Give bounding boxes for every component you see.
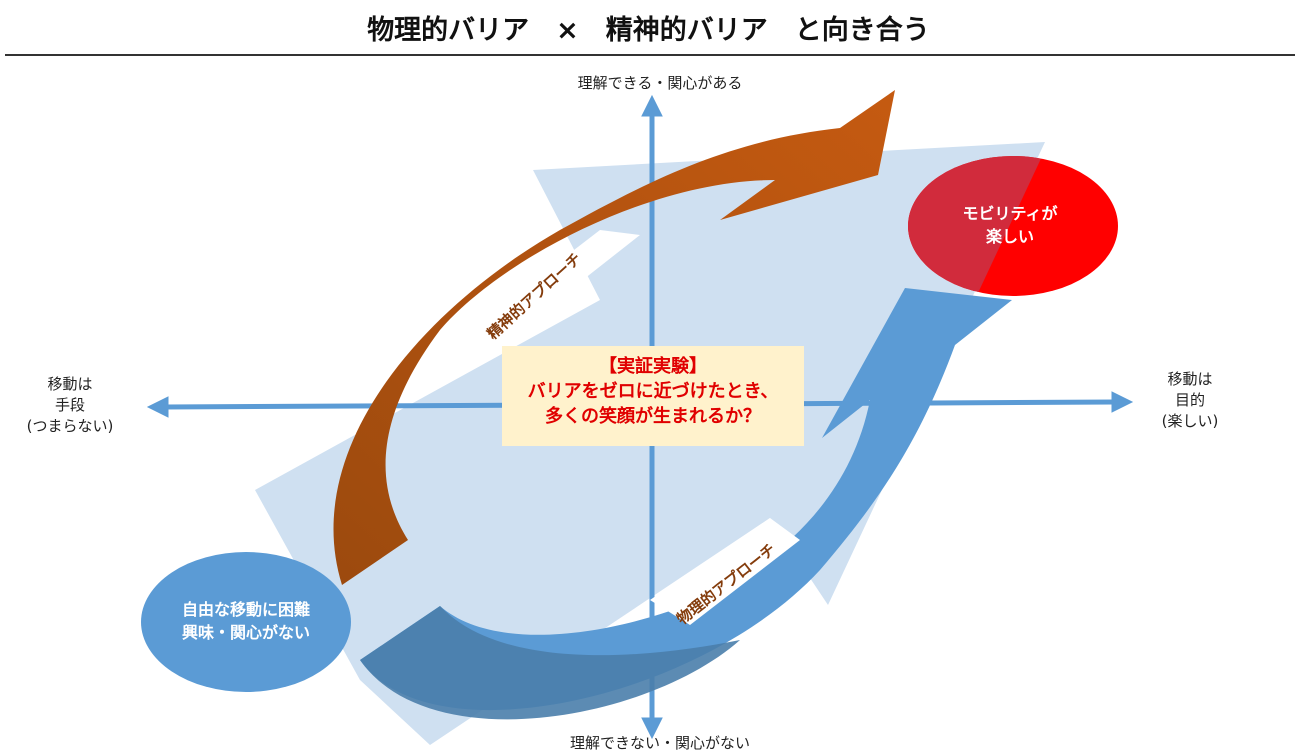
mental-label-strip bbox=[470, 230, 640, 345]
axis-label-bottom: 理解できない・関心がない bbox=[569, 734, 750, 752]
experiment-box: 【実証実験】 バリアをゼロに近づけたとき、 多くの笑顔が生まれるか？ bbox=[502, 346, 804, 446]
goal-ellipse-text: モビリティが 楽しい bbox=[920, 202, 1100, 248]
axis-left-line: 手段 bbox=[54, 396, 85, 414]
physical-arrow-tail-shade bbox=[360, 606, 740, 720]
title-divider bbox=[5, 54, 1295, 56]
page-title: 物理的バリア × 精神的バリア と向き合う bbox=[367, 15, 930, 46]
axis-label-left: 移動は 手段 (つまらない) bbox=[10, 374, 130, 437]
mental-approach-arrow bbox=[333, 90, 895, 585]
start-line: 自由な移動に困難 bbox=[181, 600, 310, 619]
experiment-line: バリアをゼロに近づけたとき、 bbox=[527, 381, 779, 402]
axis-right-line: 移動は bbox=[1167, 370, 1213, 388]
goal-ellipse bbox=[908, 156, 1118, 296]
start-ellipse bbox=[141, 552, 351, 692]
axis-label-right: 移動は 目的 (楽しい) bbox=[1130, 369, 1250, 432]
axis-label-top: 理解できる・関心がある bbox=[577, 74, 743, 92]
physical-label-strip bbox=[650, 518, 800, 625]
start-ellipse-text: 自由な移動に困難 興味・関心がない bbox=[146, 598, 346, 644]
axis-right-line: 目的 bbox=[1174, 391, 1205, 409]
physical-approach-arrow bbox=[360, 288, 1012, 711]
axis-left-line: 移動は bbox=[47, 375, 93, 393]
axis-left-line: (つまらない) bbox=[26, 417, 114, 435]
goal-line: モビリティが bbox=[962, 204, 1058, 223]
experiment-line: 多くの笑顔が生まれるか？ bbox=[545, 406, 761, 427]
experiment-heading: 【実証実験】 bbox=[599, 356, 707, 377]
start-line: 興味・関心がない bbox=[181, 623, 310, 642]
axis-right-line: (楽しい) bbox=[1161, 412, 1219, 430]
goal-line: 楽しい bbox=[985, 227, 1034, 246]
